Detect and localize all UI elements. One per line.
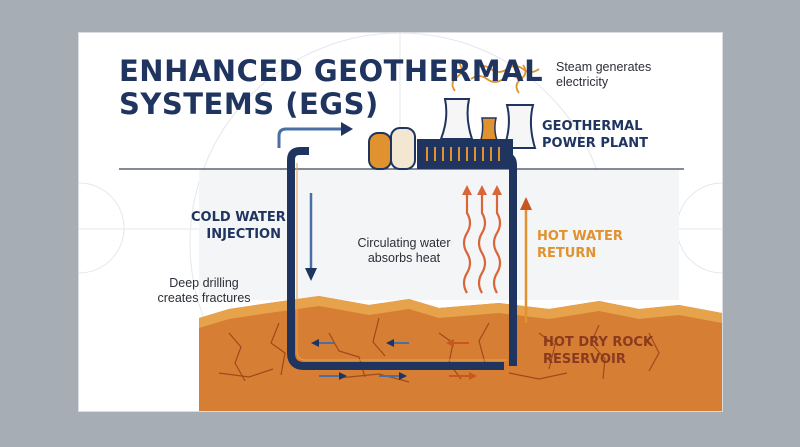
drilling-label: Deep drilling creates fractures [157,276,251,305]
reservoir-label: HOT DRY ROCK RESERVOIR [543,335,654,367]
cold-water-label: COLD WATER INJECTION [191,210,286,242]
geothermal-illustration [79,33,722,411]
circulating-label: Circulating water absorbs heat [357,236,451,265]
injection-pipe [287,147,504,370]
diagram-card: ENHANCED GEOTHERMAL SYSTEMS (EGS) Steam … [79,33,722,411]
reservoir-flow-arrows [319,342,469,377]
page-title: ENHANCED GEOTHERMAL SYSTEMS (EGS) [119,55,543,121]
title-line-2: SYSTEMS (EGS) [119,87,379,121]
steam-label: Steam generates electricity [556,60,652,89]
power-plant-icon [368,98,537,170]
heat-wave-arrows [462,193,502,294]
title-line-1: ENHANCED GEOTHERMAL [119,54,544,88]
pipe-inner-line [296,163,507,361]
hot-rock-layer [199,296,722,411]
top-flow-arrow [277,127,341,148]
hot-water-return-label: HOT WATER RETURN [537,229,623,261]
steam-icon [451,62,540,94]
power-plant-label: GEOTHERMAL POWER PLANT [542,119,648,151]
rock-top-highlight [199,296,722,328]
subsurface-shade [199,170,679,300]
